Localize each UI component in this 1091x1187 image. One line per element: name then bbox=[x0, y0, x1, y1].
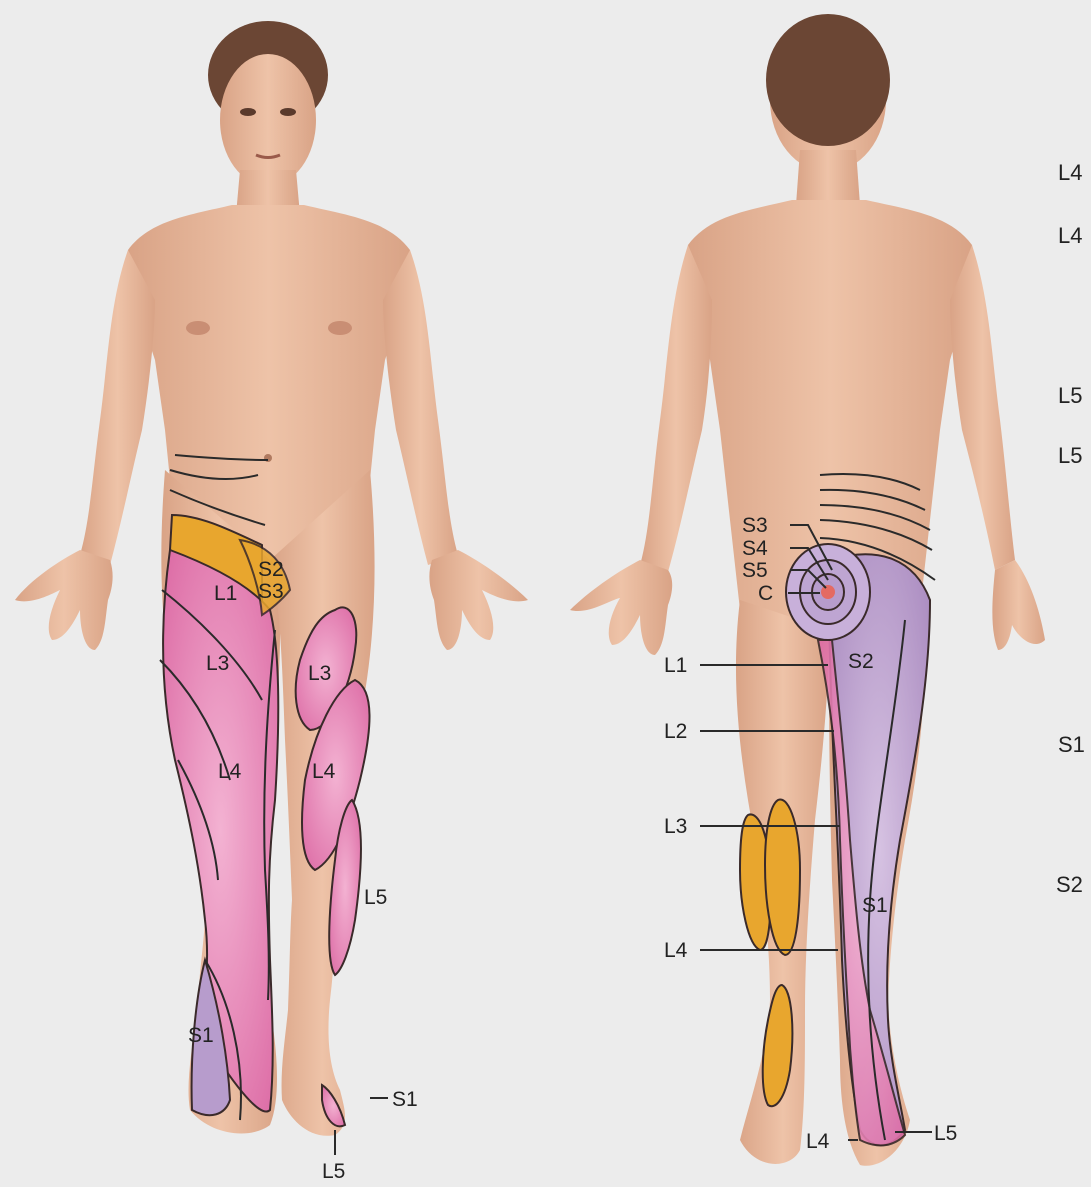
anterior-label-l5-foot: L5 bbox=[322, 1160, 345, 1182]
anterior-label-s1-right: S1 bbox=[188, 1024, 214, 1047]
lateral-label-l4-a: L4 bbox=[1058, 160, 1082, 185]
posterior-label-s4: S4 bbox=[742, 537, 768, 560]
anterior-arm-left bbox=[383, 250, 458, 565]
posterior-label-l3: L3 bbox=[664, 815, 687, 838]
anterior-label-l5-left: L5 bbox=[364, 886, 387, 909]
posterior-label-s1: S1 bbox=[862, 894, 888, 917]
lateral-label-s2: S2 bbox=[1056, 872, 1083, 897]
posterior-label-l1: L1 bbox=[664, 654, 687, 677]
posterior-label-s5: S5 bbox=[742, 559, 768, 582]
anterior-label-l1: L1 bbox=[214, 582, 237, 605]
anterior-hand-right bbox=[15, 550, 113, 650]
anterior-label-l4-right: L4 bbox=[218, 760, 242, 783]
posterior-label-l2: L2 bbox=[664, 720, 687, 743]
posterior-coccygeal-dot bbox=[821, 585, 835, 599]
anterior-label-l3-right: L3 bbox=[206, 652, 229, 675]
anterior-nipple-right bbox=[186, 321, 210, 335]
posterior-label-c: C bbox=[758, 582, 773, 605]
posterior-label-s3: S3 bbox=[742, 514, 768, 537]
posterior-arm-right bbox=[640, 245, 712, 572]
anterior-label-s1-foot: S1 bbox=[392, 1088, 418, 1111]
lateral-label-l5-a: L5 bbox=[1058, 383, 1082, 408]
posterior-hair bbox=[766, 14, 890, 146]
anterior-head bbox=[220, 54, 316, 186]
anterior-eye-right bbox=[240, 108, 256, 116]
anterior-figure: S2 S3 L1 L3 L3 L4 L4 L5 S1 S1 L5 bbox=[15, 21, 528, 1182]
lateral-label-l5-b: L5 bbox=[1058, 443, 1082, 468]
anterior-label-l3-left: L3 bbox=[308, 662, 331, 685]
posterior-hand-left bbox=[992, 560, 1045, 650]
posterior-hand-right bbox=[570, 560, 672, 655]
anterior-nipple-left bbox=[328, 321, 352, 335]
posterior-label-l4-heel: L4 bbox=[806, 1130, 830, 1153]
lateral-label-l4-b: L4 bbox=[1058, 223, 1082, 248]
anterior-label-s2: S2 bbox=[258, 558, 284, 581]
posterior-arm-left bbox=[950, 245, 1015, 570]
posterior-figure: S3 S4 S5 C S2 L1 L2 L3 S1 L4 L4 L5 bbox=[570, 14, 1045, 1166]
anterior-arm-right bbox=[80, 250, 155, 565]
anterior-hand-left bbox=[429, 550, 528, 650]
anterior-label-s3: S3 bbox=[258, 580, 284, 603]
lateral-labels: L4 L4 L5 L5 S1 S2 bbox=[1056, 160, 1085, 897]
anterior-label-l4-left: L4 bbox=[312, 760, 336, 783]
posterior-label-s2: S2 bbox=[848, 650, 874, 673]
posterior-label-l5-heel: L5 bbox=[934, 1122, 957, 1145]
lateral-label-s1: S1 bbox=[1058, 732, 1085, 757]
anterior-eye-left bbox=[280, 108, 296, 116]
posterior-label-l4: L4 bbox=[664, 939, 688, 962]
posterior-neck bbox=[796, 150, 860, 205]
